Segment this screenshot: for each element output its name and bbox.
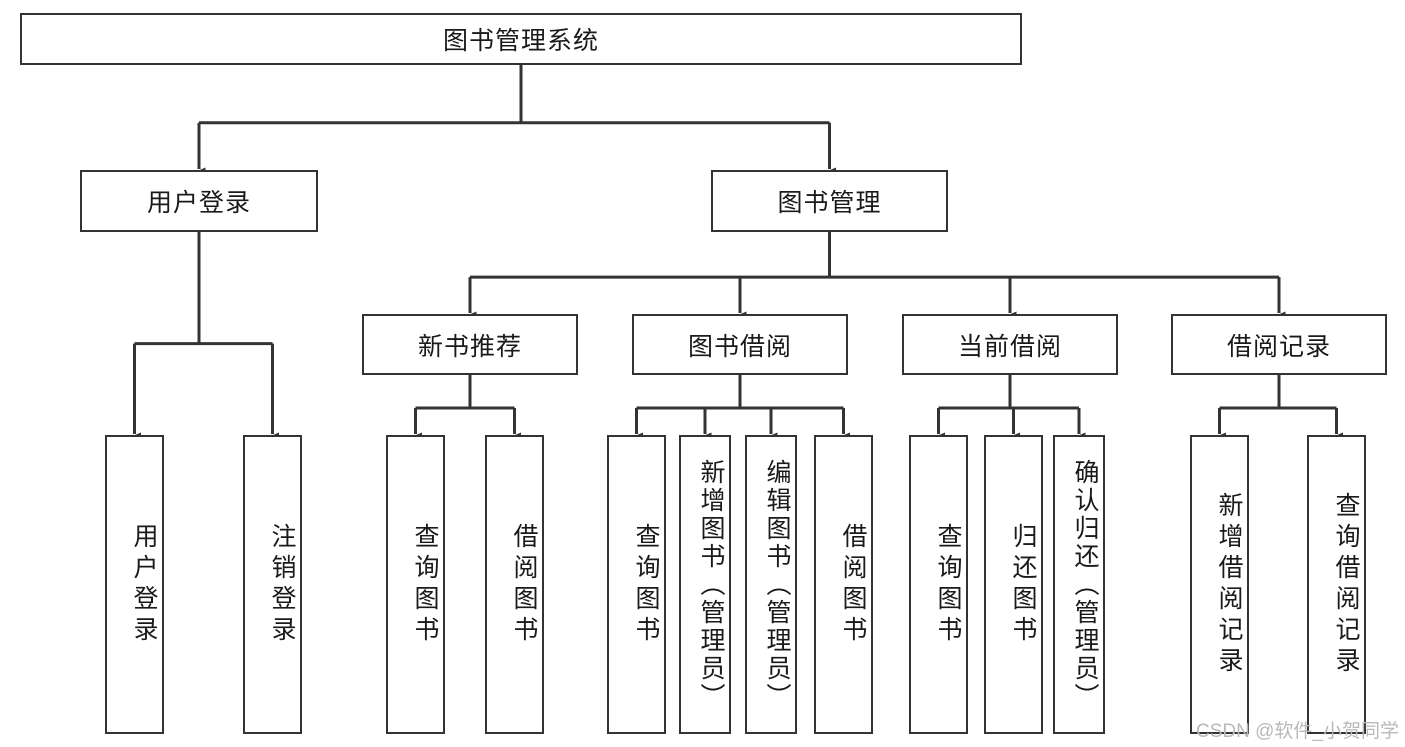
node-label: 借阅记录 bbox=[1226, 332, 1331, 361]
node-leaf-return-book[interactable]: 归还图书 bbox=[984, 435, 1043, 734]
node-label: 借阅图书 bbox=[839, 522, 867, 647]
node-label: 图书管理系统 bbox=[442, 27, 599, 55]
node-label: 查询图书 bbox=[934, 522, 962, 647]
node-leaf-edit-book-admin[interactable]: 编辑图书（管理员） bbox=[745, 435, 797, 734]
node-label: 归还图书 bbox=[1009, 522, 1037, 647]
node-leaf-query-borrow-record[interactable]: 查询借阅记录 bbox=[1307, 435, 1366, 734]
node-label: 图书借阅 bbox=[687, 332, 792, 361]
node-label: 查询图书 bbox=[411, 522, 439, 647]
watermark-text: CSDN @软件_小贺同学 bbox=[1196, 721, 1399, 742]
node-leaf-logout[interactable]: 注销登录 bbox=[243, 435, 302, 734]
node-current-borrow[interactable]: 当前借阅 bbox=[902, 314, 1118, 375]
node-leaf-add-borrow-record[interactable]: 新增借阅记录 bbox=[1190, 435, 1249, 734]
node-label: 编辑图书（管理员） bbox=[763, 458, 791, 711]
node-label: 当前借阅 bbox=[957, 332, 1062, 361]
node-root[interactable]: 图书管理系统 bbox=[20, 13, 1022, 65]
node-new-book-rec[interactable]: 新书推荐 bbox=[362, 314, 578, 375]
node-leaf-user-login[interactable]: 用户登录 bbox=[105, 435, 164, 734]
node-label: 用户登录 bbox=[130, 522, 158, 647]
node-leaf-query-book-current[interactable]: 查询图书 bbox=[909, 435, 968, 734]
node-label: 新增图书（管理员） bbox=[697, 458, 725, 711]
node-leaf-query-book-rec[interactable]: 查询图书 bbox=[386, 435, 445, 734]
node-leaf-add-book-admin[interactable]: 新增图书（管理员） bbox=[679, 435, 731, 734]
node-leaf-borrow-book-rec[interactable]: 借阅图书 bbox=[485, 435, 544, 734]
node-leaf-query-book-borrow[interactable]: 查询图书 bbox=[607, 435, 666, 734]
node-label: 查询借阅记录 bbox=[1332, 491, 1360, 678]
node-label: 借阅图书 bbox=[510, 522, 538, 647]
node-leaf-borrow-book[interactable]: 借阅图书 bbox=[814, 435, 873, 734]
node-book-borrow[interactable]: 图书借阅 bbox=[632, 314, 848, 375]
node-user-login[interactable]: 用户登录 bbox=[80, 170, 318, 232]
node-label: 查询图书 bbox=[632, 522, 660, 647]
node-leaf-confirm-return-admin[interactable]: 确认归还（管理员） bbox=[1053, 435, 1105, 734]
node-label: 确认归还（管理员） bbox=[1071, 458, 1099, 711]
node-label: 注销登录 bbox=[268, 522, 296, 647]
node-label: 新书推荐 bbox=[417, 332, 522, 361]
node-label: 图书管理 bbox=[777, 189, 882, 217]
node-label: 新增借阅记录 bbox=[1215, 491, 1243, 678]
node-borrow-record[interactable]: 借阅记录 bbox=[1171, 314, 1387, 375]
node-label: 用户登录 bbox=[146, 189, 251, 217]
node-book-manage[interactable]: 图书管理 bbox=[711, 170, 948, 232]
